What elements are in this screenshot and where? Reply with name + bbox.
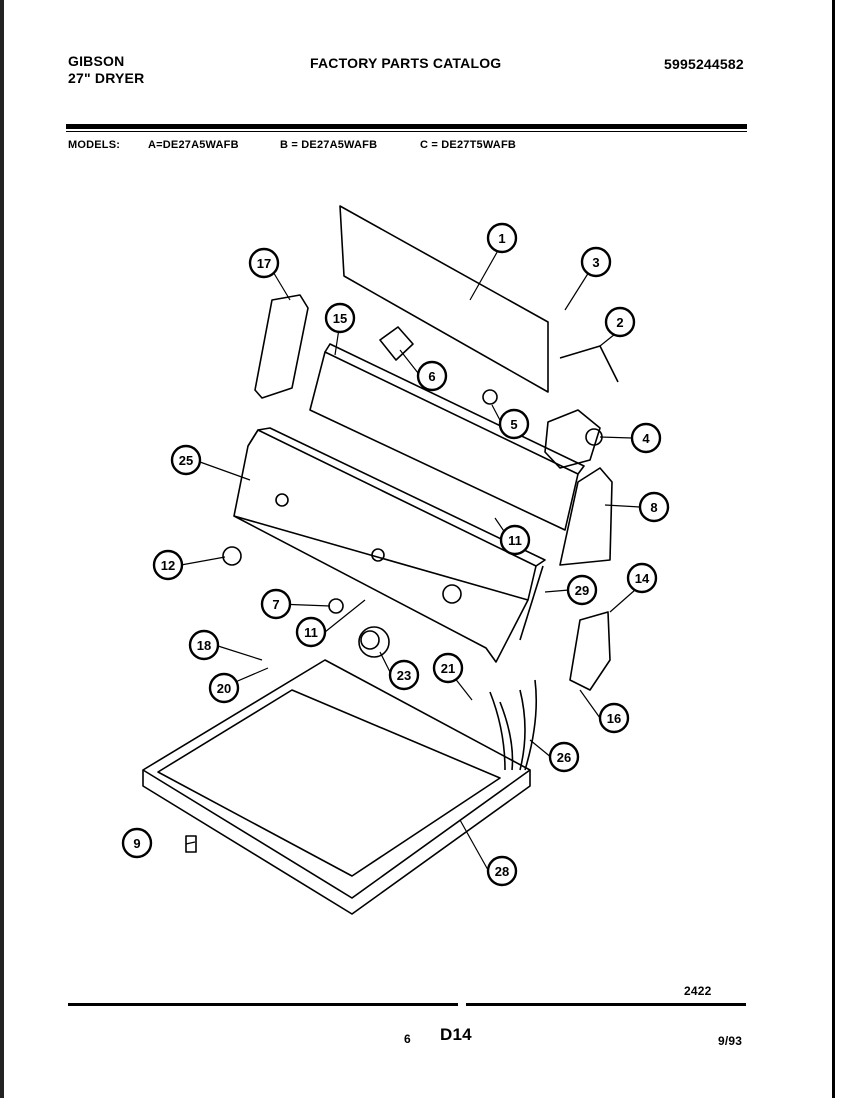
section-code: D14 — [440, 1025, 472, 1044]
top-panel-side — [142, 770, 531, 915]
svg-text:7: 7 — [272, 597, 279, 612]
page-border-right — [832, 0, 835, 1098]
svg-text:17: 17 — [257, 256, 271, 271]
svg-text:18: 18 — [197, 638, 211, 653]
top-panel — [142, 659, 531, 899]
svg-text:26: 26 — [557, 750, 571, 765]
callout-14: 14 — [626, 562, 658, 594]
svg-text:16: 16 — [607, 711, 621, 726]
product-name: 27" DRYER — [68, 70, 145, 86]
svg-text:6: 6 — [428, 369, 435, 384]
console-hole-mid — [371, 548, 385, 562]
timer — [544, 409, 601, 469]
callout-26: 26 — [548, 741, 580, 773]
callout-28: 28 — [486, 855, 518, 887]
wire-harness — [489, 679, 538, 771]
callout-8: 8 — [638, 491, 670, 523]
knob-23 — [358, 626, 390, 658]
models-label: MODELS: — [68, 139, 121, 151]
header-rule — [66, 124, 747, 129]
console-top-edge — [247, 427, 546, 567]
callout-2: 2 — [604, 306, 636, 338]
page-number: 6 — [404, 1032, 411, 1046]
header-rule-thin — [66, 131, 747, 132]
callout-11a: 11 — [499, 524, 531, 556]
callout-4: 4 — [630, 422, 662, 454]
rear-panel — [339, 205, 549, 393]
footer-rule-right — [466, 1003, 746, 1006]
console-hole-left — [275, 493, 289, 507]
top-panel-opening — [157, 689, 501, 877]
side-bracket — [254, 294, 309, 399]
callout-23: 23 — [388, 659, 420, 691]
callout-5: 5 — [498, 408, 530, 440]
svg-text:14: 14 — [635, 571, 650, 586]
rod — [519, 565, 544, 641]
callout-18: 18 — [188, 629, 220, 661]
callout-25: 25 — [170, 444, 202, 476]
svg-text:4: 4 — [642, 431, 650, 446]
svg-text:3: 3 — [592, 255, 599, 270]
svg-text:9: 9 — [133, 836, 140, 851]
callout-17: 17 — [248, 247, 280, 279]
footer-rule-left — [68, 1003, 458, 1006]
callout-7: 7 — [260, 588, 292, 620]
svg-text:28: 28 — [495, 864, 509, 879]
callout-29: 29 — [566, 574, 598, 606]
knob-23-inner — [360, 630, 380, 650]
callout-bubbles: 1 2 3 4 5 6 7 8 9 11 11 12 14 15 16 17 1… — [121, 222, 670, 887]
control-bracket-lip — [324, 343, 585, 475]
callout-15: 15 — [324, 302, 356, 334]
end-cap — [559, 467, 613, 566]
svg-text:23: 23 — [397, 668, 411, 683]
hinge — [185, 835, 197, 853]
callout-9: 9 — [121, 827, 153, 859]
timer-shaft — [585, 428, 603, 446]
svg-text:11: 11 — [304, 625, 318, 640]
knob-7 — [328, 598, 344, 614]
svg-text:29: 29 — [575, 583, 589, 598]
callout-21: 21 — [432, 652, 464, 684]
svg-text:25: 25 — [179, 453, 193, 468]
revision-date: 9/93 — [718, 1034, 743, 1048]
svg-text:21: 21 — [441, 661, 455, 676]
drawing-number: 2422 — [684, 984, 712, 998]
lid-switch — [569, 611, 611, 691]
knob-12 — [222, 546, 242, 566]
callout-1: 1 — [486, 222, 518, 254]
svg-text:8: 8 — [650, 500, 657, 515]
console-hole-right — [442, 584, 462, 604]
callout-16: 16 — [598, 702, 630, 734]
svg-text:20: 20 — [217, 681, 231, 696]
control-console — [233, 429, 537, 601]
svg-text:5: 5 — [510, 417, 517, 432]
control-bracket — [309, 351, 579, 531]
svg-text:12: 12 — [161, 558, 175, 573]
callout-12: 12 — [152, 549, 184, 581]
callout-6: 6 — [416, 360, 448, 392]
model-c: C = DE27T5WAFB — [420, 139, 517, 151]
catalog-title: FACTORY PARTS CATALOG — [310, 55, 502, 71]
scan-edge-left — [0, 0, 4, 1098]
model-a: A=DE27A5WAFB — [148, 139, 239, 151]
callout-3: 3 — [580, 246, 612, 278]
console-bottom — [233, 515, 529, 663]
callout-11b: 11 — [295, 616, 327, 648]
svg-text:2: 2 — [616, 315, 623, 330]
small-switch — [482, 389, 498, 405]
switch-block — [379, 326, 414, 361]
brand-name: GIBSON — [68, 53, 125, 69]
clip — [559, 345, 619, 383]
callout-20: 20 — [208, 672, 240, 704]
svg-text:11: 11 — [508, 533, 522, 548]
model-b: B = DE27A5WAFB — [280, 139, 378, 151]
svg-text:1: 1 — [498, 231, 505, 246]
svg-text:15: 15 — [333, 311, 347, 326]
catalog-number: 5995244582 — [664, 56, 744, 72]
